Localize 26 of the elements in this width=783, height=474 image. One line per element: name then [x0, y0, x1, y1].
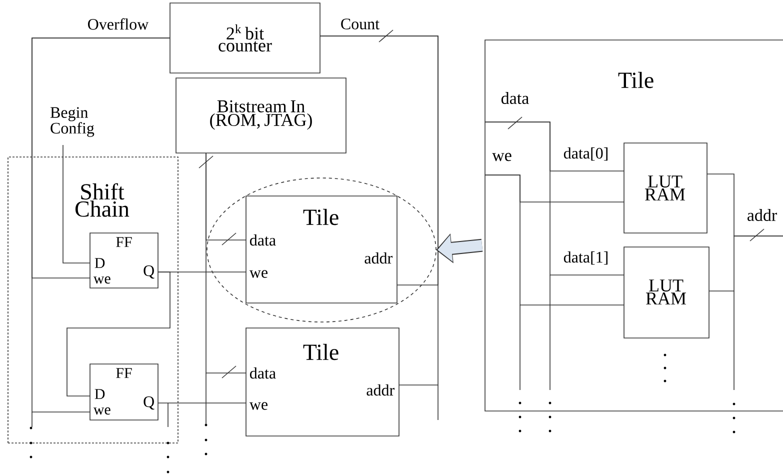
wire — [66, 272, 170, 396]
tile-box: Tile data we addr — [246, 196, 398, 304]
tile-box: Tile data we addr — [246, 328, 400, 436]
wire — [708, 236, 783, 292]
edge-label: Overflow — [86, 17, 150, 31]
edge-label: Count — [339, 18, 381, 30]
memory-box: LUT RAM — [624, 246, 710, 338]
signal-label: we — [492, 152, 512, 162]
edge-label: data[0] — [562, 146, 610, 162]
memory-box: LUT RAM — [624, 142, 708, 234]
flip-flop-box: FF D we Q — [90, 364, 158, 420]
wire — [206, 152, 246, 374]
wire — [158, 402, 246, 404]
wire — [32, 38, 170, 412]
signal-label: data — [501, 92, 529, 104]
edge-label: data[1] — [562, 250, 610, 266]
wire — [484, 174, 624, 306]
wire — [320, 36, 438, 386]
flip-flop-box: FF D we Q — [90, 232, 158, 288]
counter-box: 2$^{k}$ bit counter — [170, 2, 320, 74]
signal-label: addr — [748, 209, 777, 221]
input-box: Bitstream In (ROM, JTAG) — [176, 78, 346, 154]
wire — [484, 122, 624, 276]
edge-label: Begin Config — [49, 106, 99, 138]
highlight-ellipse — [206, 178, 436, 322]
wire — [62, 144, 90, 264]
